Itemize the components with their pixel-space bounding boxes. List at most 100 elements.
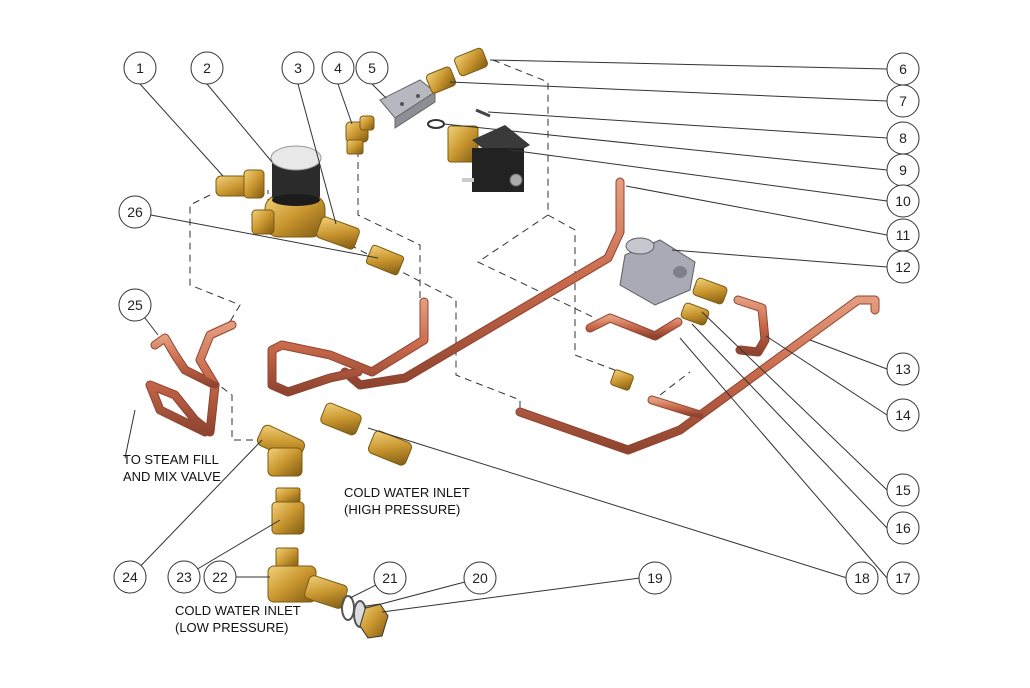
- valve-body-12: [619, 237, 696, 306]
- callout-label: 19: [647, 570, 663, 586]
- callout-1: 1: [123, 51, 157, 85]
- callout-label: 5: [368, 60, 376, 76]
- callout-label: 14: [895, 407, 911, 423]
- callout-circle: [167, 560, 201, 594]
- callout-circle: [118, 195, 152, 229]
- compression-fitting-18: [320, 402, 413, 466]
- brass-fitting-6: [454, 47, 488, 77]
- callout-circle: [355, 51, 389, 85]
- callout-label: 7: [899, 93, 907, 109]
- callout-circle: [123, 51, 157, 85]
- mounting-plate-5: [379, 79, 436, 129]
- brass-fitting-7: [425, 66, 457, 94]
- screw-8: [475, 108, 491, 118]
- callout-label: 1: [136, 60, 144, 76]
- callout-label: 4: [334, 60, 342, 76]
- washer-21: [341, 595, 355, 621]
- brass-elbow-22: [267, 547, 348, 609]
- callout-9: 9: [886, 153, 920, 187]
- callout-circle: [886, 352, 920, 386]
- note-high-line2: (HIGH PRESSURE): [344, 502, 460, 517]
- callout-label: 23: [176, 569, 192, 585]
- pressure-regulator: [251, 145, 326, 238]
- callout-22: 22: [203, 560, 237, 594]
- note-high-line1: COLD WATER INLET: [344, 485, 470, 500]
- note-low-line1: COLD WATER INLET: [175, 603, 301, 618]
- callout-circle: [886, 250, 920, 284]
- callout-label: 25: [127, 297, 143, 313]
- brass-adapter-3: [316, 216, 360, 250]
- callout-label: 2: [203, 60, 211, 76]
- callout-label: 17: [895, 570, 911, 586]
- callout-4: 4: [321, 51, 355, 85]
- callout-circle: [886, 84, 920, 118]
- note-steam-line2: AND MIX VALVE: [123, 469, 221, 484]
- callout-circle: [463, 561, 497, 595]
- callout-circle: [321, 51, 355, 85]
- callout-15: 15: [886, 473, 920, 507]
- callout-16: 16: [886, 511, 920, 545]
- callout-circle: [886, 184, 920, 218]
- callout-circle: [638, 561, 672, 595]
- callout-circle: [886, 473, 920, 507]
- callout-label: 16: [895, 520, 911, 536]
- callout-circle: [118, 288, 152, 322]
- callout-label: 10: [895, 193, 911, 209]
- brass-nut-17: [610, 369, 634, 391]
- callout-2: 2: [190, 51, 224, 85]
- solenoid-valve-10: [447, 125, 530, 192]
- callout-circle: [203, 560, 237, 594]
- callout-26: 26: [118, 195, 152, 229]
- callout-circle: [113, 560, 147, 594]
- brass-nut-26: [365, 244, 405, 276]
- callout-label: 26: [127, 204, 143, 220]
- callout-8: 8: [886, 121, 920, 155]
- callout-21: 21: [373, 561, 407, 595]
- callout-7: 7: [886, 84, 920, 118]
- brass-elbow-4: [345, 115, 375, 155]
- callout-17: 17: [886, 561, 920, 595]
- callout-circle: [886, 398, 920, 432]
- callout-label: 24: [122, 569, 138, 585]
- brass-elbow-1: [215, 169, 265, 199]
- callout-label: 20: [472, 570, 488, 586]
- leader-lines: [124, 59, 888, 613]
- callout-label: 18: [854, 570, 870, 586]
- callout-25: 25: [118, 288, 152, 322]
- copper-tubing: [145, 177, 880, 455]
- callout-label: 8: [899, 130, 907, 146]
- callout-label: 11: [896, 227, 911, 243]
- note-steam-line1: TO STEAM FILL: [123, 452, 219, 467]
- callout-20: 20: [463, 561, 497, 595]
- callout-12: 12: [886, 250, 920, 284]
- callout-label: 21: [382, 570, 398, 586]
- callout-18: 18: [845, 561, 879, 595]
- callout-circle: [886, 511, 920, 545]
- notes: TO STEAM FILL AND MIX VALVE COLD WATER I…: [123, 452, 470, 635]
- callout-label: 9: [899, 162, 907, 178]
- callout-10: 10: [886, 184, 920, 218]
- callout-label: 3: [294, 60, 302, 76]
- callout-13: 13: [886, 352, 920, 386]
- callout-circle: [281, 51, 315, 85]
- brass-fitting-15: [692, 277, 728, 305]
- callout-23: 23: [167, 560, 201, 594]
- callout-circle: [373, 561, 407, 595]
- brass-elbow-24: [256, 424, 306, 477]
- o-ring-9: [427, 119, 445, 129]
- callout-circle: [190, 51, 224, 85]
- dashed-assembly-lines: [189, 59, 691, 441]
- callout-19: 19: [638, 561, 672, 595]
- callout-label: 13: [895, 361, 911, 377]
- callout-label: 15: [895, 482, 911, 498]
- callout-label: 6: [899, 61, 907, 77]
- callout-circle: [886, 561, 920, 595]
- brass-fitting-16: [680, 302, 710, 326]
- callout-3: 3: [281, 51, 315, 85]
- callout-6: 6: [886, 52, 920, 86]
- callout-14: 14: [886, 398, 920, 432]
- callout-label: 22: [212, 569, 228, 585]
- callout-24: 24: [113, 560, 147, 594]
